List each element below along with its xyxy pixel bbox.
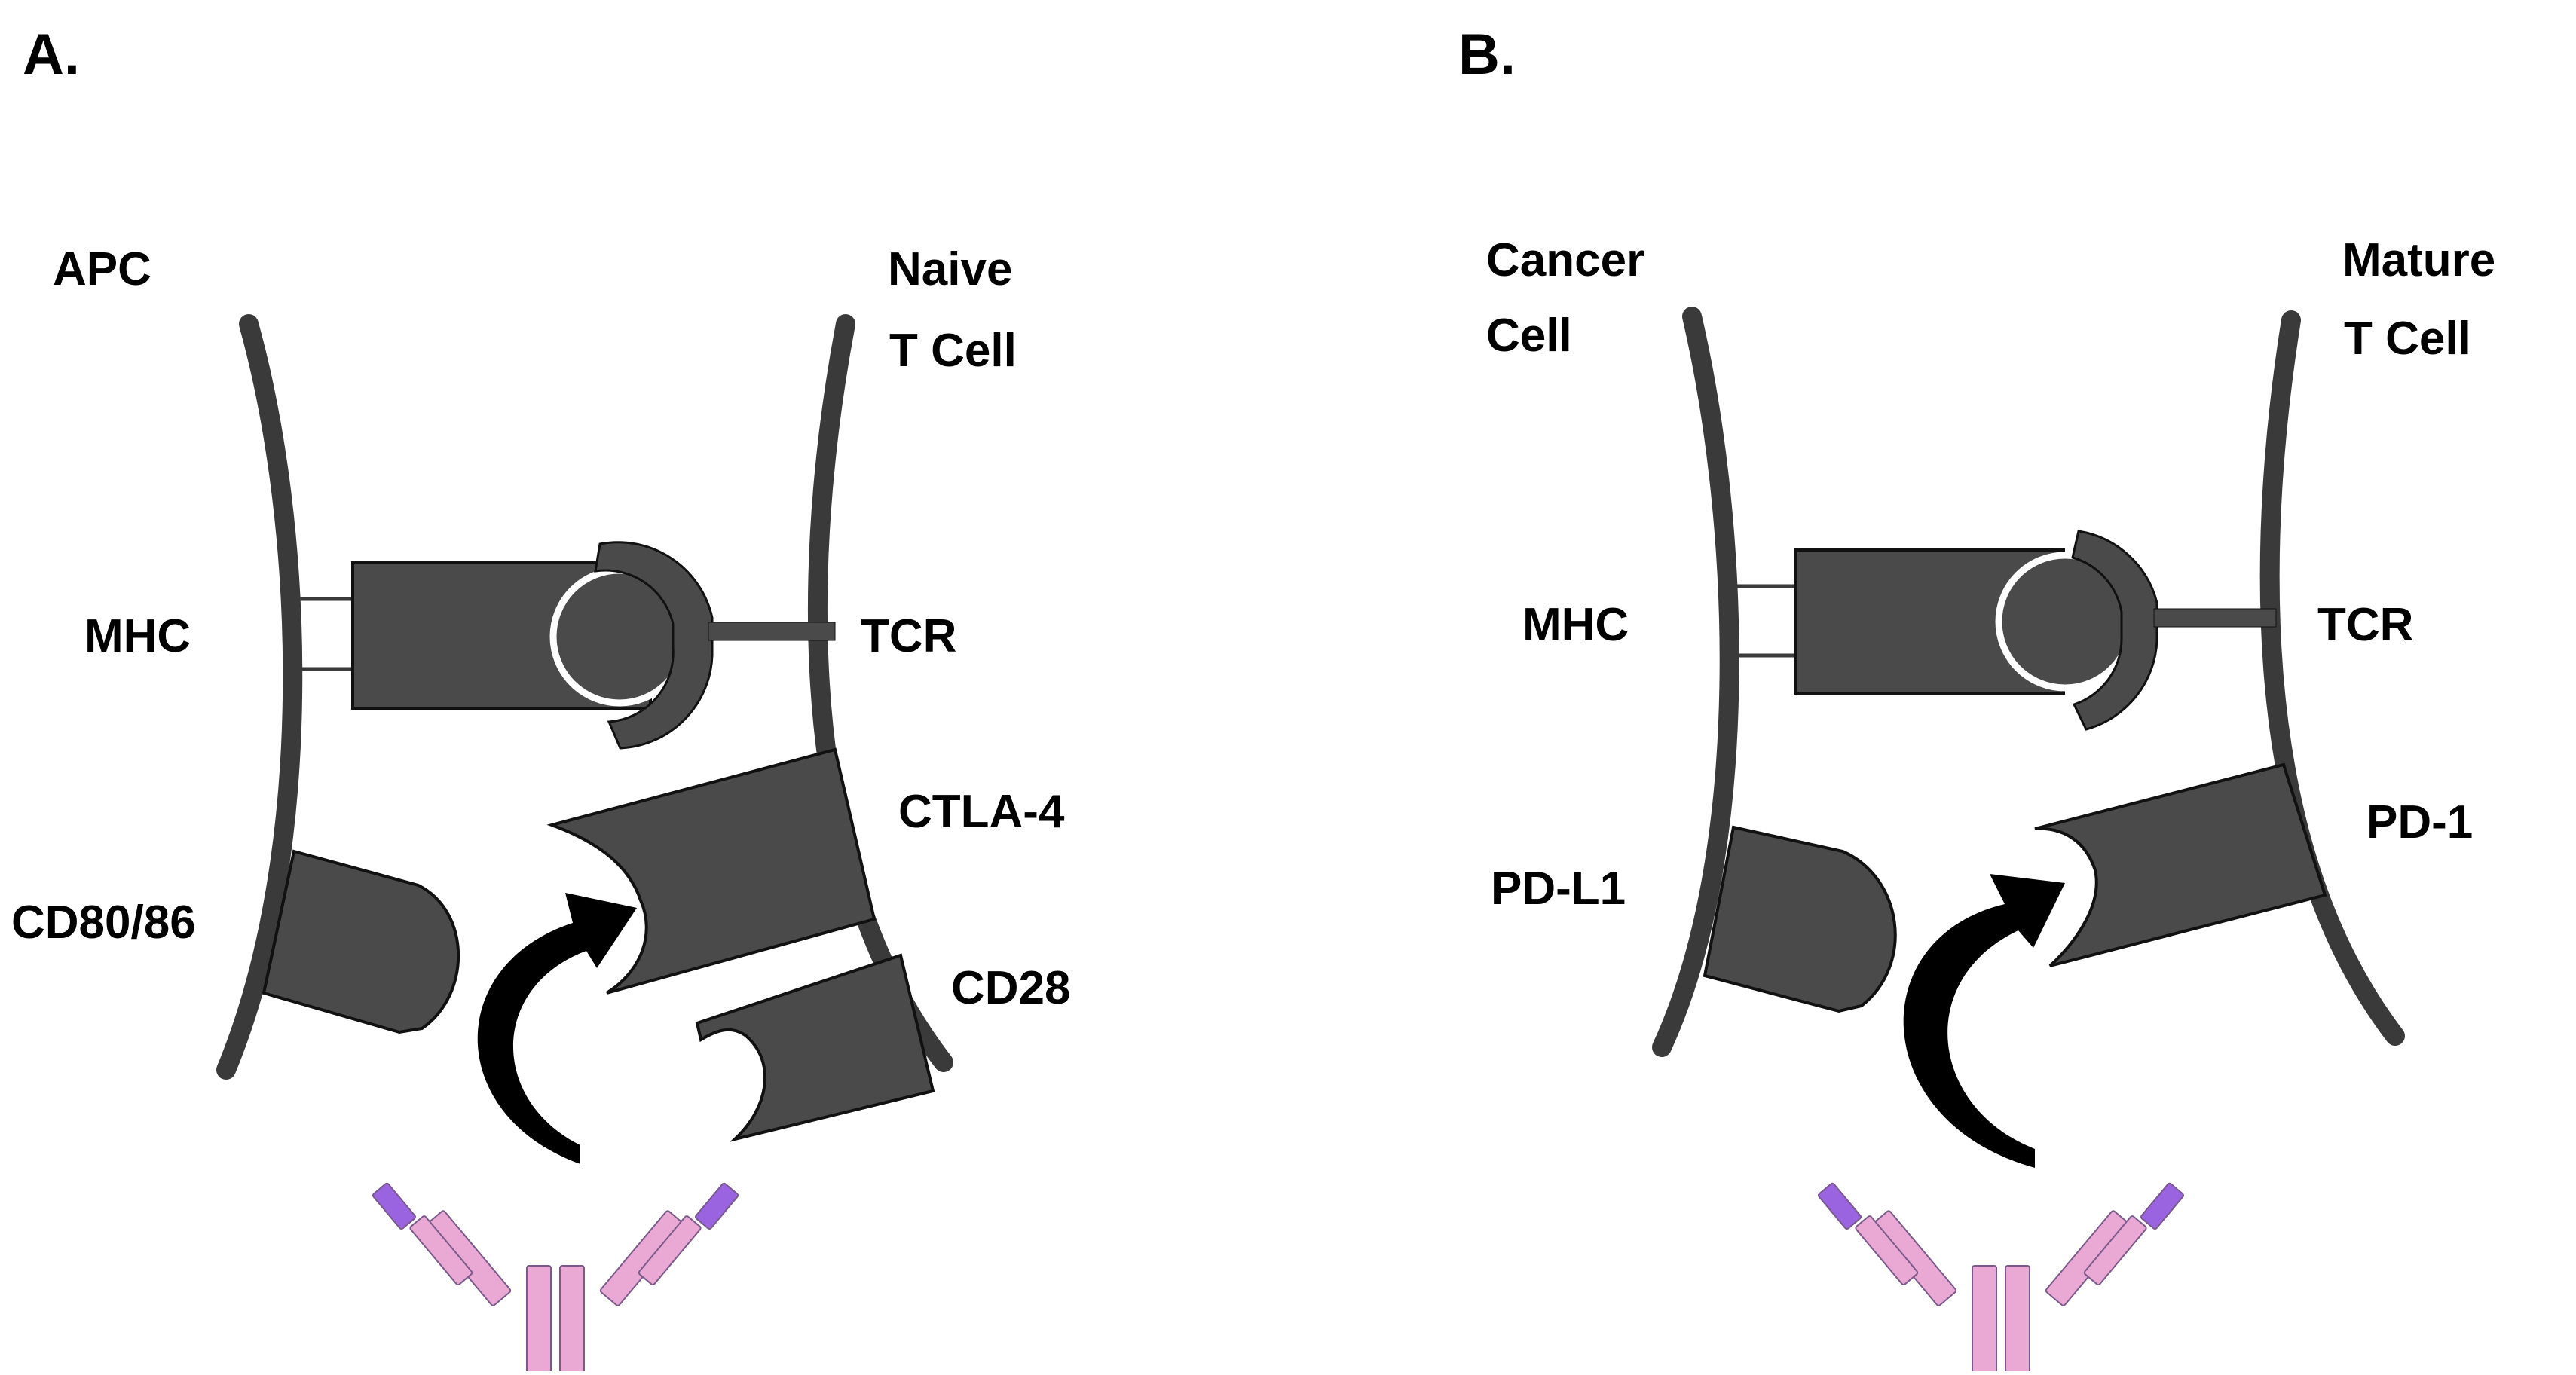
curved-arrow-icon-b (1903, 874, 2065, 1168)
apc-membrane (216, 314, 303, 1080)
tcr-label-b: TCR (2317, 599, 2413, 651)
pd-l1-label: PD-L1 (1491, 863, 1626, 915)
cd28-label: CD28 (951, 962, 1071, 1014)
tcr-label-a: TCR (861, 610, 956, 662)
pd-1-label: PD-1 (2366, 796, 2473, 848)
naive-t-cell-label: T Cell (889, 325, 1017, 377)
cancer-label: Cancer (1486, 234, 1644, 286)
tcr-receptor-b (2071, 530, 2277, 731)
cd80-86-label: CD80/86 (11, 897, 196, 949)
mhc-label-a: MHC (84, 610, 191, 662)
apc-label: APC (53, 243, 151, 295)
mhc-molecule-b (1737, 548, 2135, 695)
cd28-receptor (695, 953, 935, 1142)
ctla-4-receptor (546, 747, 877, 995)
pd-l1-ligand (1703, 825, 1897, 1013)
mhc-label-b: MHC (1522, 599, 1629, 651)
ctla-4-label: CTLA-4 (898, 786, 1065, 838)
mature-t-cell-membrane (2259, 310, 2405, 1046)
antibody-icon-b (1817, 1182, 2185, 1375)
mhc-molecule (295, 561, 690, 710)
naive-t-cell-membrane (807, 314, 953, 1072)
panel-a-letter: A. (23, 23, 80, 87)
cancer-cell-membrane (1652, 307, 1739, 1057)
mature-label: Mature (2342, 234, 2495, 286)
pd-1-receptor (2034, 762, 2327, 967)
curved-arrow-icon (477, 893, 637, 1164)
antibody-icon (372, 1182, 739, 1375)
cd80-86-ligand (262, 849, 460, 1034)
naive-label: Naive (888, 243, 1012, 295)
cancer-cell-label: Cell (1486, 310, 1572, 362)
panel-b: B. Cancer Cell Mature T Cell MHC TCR PD-… (1458, 23, 2495, 1375)
tcr-receptor (594, 541, 836, 750)
panel-b-letter: B. (1458, 23, 1516, 87)
mature-t-cell-label: T Cell (2344, 313, 2471, 365)
panel-a: A. APC Naive T Cell MHC TCR CD80/86 CTLA… (11, 23, 1071, 1375)
